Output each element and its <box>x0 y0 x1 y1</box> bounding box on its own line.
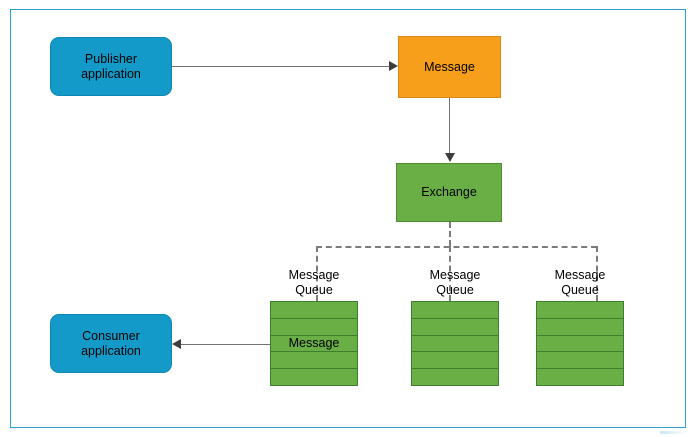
connector-publisher-to-message-line <box>172 66 390 67</box>
queue-cell[interactable] <box>412 369 498 385</box>
publisher-application-label: Publisher application <box>81 51 141 81</box>
connector-bus-to-queue-2 <box>449 246 451 301</box>
connector-message-to-exchange-line <box>449 98 450 154</box>
message-queue-2-stack <box>411 301 499 386</box>
connector-publisher-to-message-arrowhead <box>389 61 398 71</box>
publisher-application-node[interactable]: Publisher application <box>50 37 172 96</box>
consumer-application-node[interactable]: Consumer application <box>50 314 172 373</box>
connector-queue-to-consumer-line <box>180 344 270 345</box>
message-queue-1-stack: Message <box>270 301 358 386</box>
queue-cell[interactable] <box>271 302 357 319</box>
queue-cell[interactable] <box>412 352 498 370</box>
message-queue-3-stack <box>536 301 624 386</box>
message-label: Message <box>424 59 475 74</box>
message-queue-3-label: Message Queue <box>554 268 606 297</box>
queue-cell[interactable] <box>412 318 498 336</box>
connector-bus-to-queue-1 <box>316 246 318 301</box>
queue-cell[interactable] <box>537 352 623 370</box>
queue-cell[interactable] <box>271 318 357 336</box>
queue-cell[interactable]: Message <box>271 335 357 353</box>
message-queue-1[interactable]: Message Queue Message <box>270 268 358 386</box>
footer-artifact <box>660 431 688 434</box>
queue-cell[interactable] <box>412 302 498 319</box>
connector-distribution-bus <box>316 246 597 248</box>
message-node[interactable]: Message <box>398 36 501 98</box>
queue-cell[interactable] <box>537 302 623 319</box>
queue-cell[interactable] <box>537 318 623 336</box>
queue-cell[interactable] <box>271 352 357 370</box>
queue-cell[interactable] <box>537 335 623 353</box>
connector-message-to-exchange-arrowhead <box>445 153 455 162</box>
queue-cell[interactable] <box>537 369 623 385</box>
exchange-label: Exchange <box>421 185 477 200</box>
message-queue-3[interactable]: Message Queue <box>536 268 624 386</box>
connector-queue-to-consumer-arrowhead <box>172 339 181 349</box>
message-queue-2[interactable]: Message Queue <box>411 268 499 386</box>
consumer-application-label: Consumer application <box>81 328 141 358</box>
queue-cell[interactable] <box>412 335 498 353</box>
connector-bus-to-queue-3 <box>596 246 598 301</box>
connector-exchange-to-bus-stub <box>449 222 451 246</box>
message-queue-1-label: Message Queue <box>288 268 340 297</box>
exchange-node[interactable]: Exchange <box>396 163 502 222</box>
message-queue-2-label: Message Queue <box>429 268 481 297</box>
queue-cell[interactable] <box>271 369 357 385</box>
